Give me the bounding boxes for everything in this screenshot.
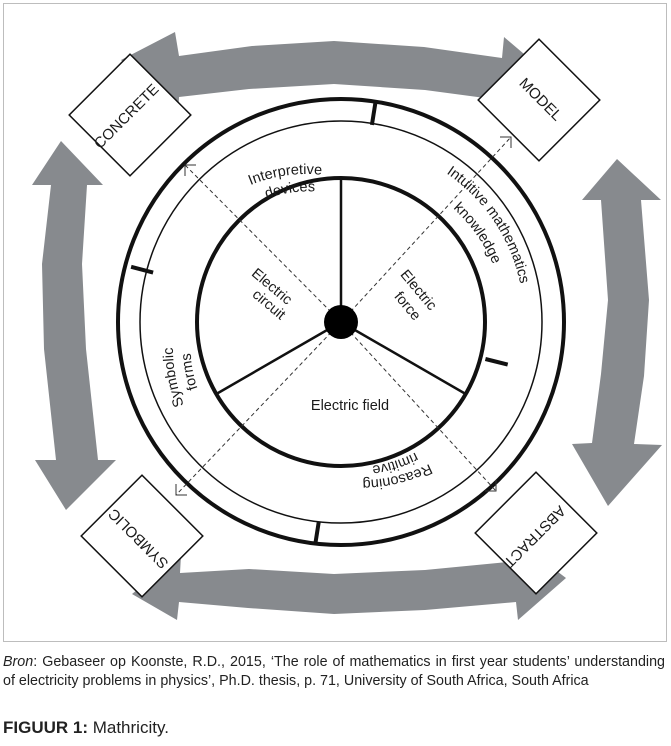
abstract-box: ABSTRACT [474, 471, 598, 595]
electric-field-label: Electric field [311, 398, 389, 414]
mathricity-diagram: CONCRETE MODEL ABSTRACT SYMBOLIC [4, 4, 662, 620]
ring-dividers [130, 101, 509, 544]
figure-name: Mathricity. [88, 718, 169, 737]
left-curved-arrow [32, 141, 116, 510]
center-dot [324, 305, 358, 339]
source-label: Bron [3, 654, 34, 670]
outer-ring-inner-edge [139, 120, 543, 524]
right-curved-arrow [572, 159, 662, 506]
concrete-box: CONCRETE [68, 53, 192, 177]
source-text: : Gebaseer op Koonste, R.D., 2015, ‘The … [3, 654, 665, 689]
symbolic-box: SYMBOLIC [80, 474, 204, 598]
bottom-curved-arrow [132, 544, 566, 620]
figure-title: FIGUUR 1: Mathricity. [3, 718, 169, 738]
sector-lines [215, 178, 467, 396]
dashed-connectors [175, 136, 512, 496]
figure-caption: Bron: Gebaseer op Koonste, R.D., 2015, ‘… [3, 653, 665, 690]
figure-label: FIGUUR 1: [3, 718, 88, 737]
arrowheads [175, 136, 512, 496]
figure-frame: CONCRETE MODEL ABSTRACT SYMBOLIC [3, 3, 667, 642]
top-curved-arrow [121, 32, 544, 122]
model-box: MODEL [477, 38, 601, 162]
